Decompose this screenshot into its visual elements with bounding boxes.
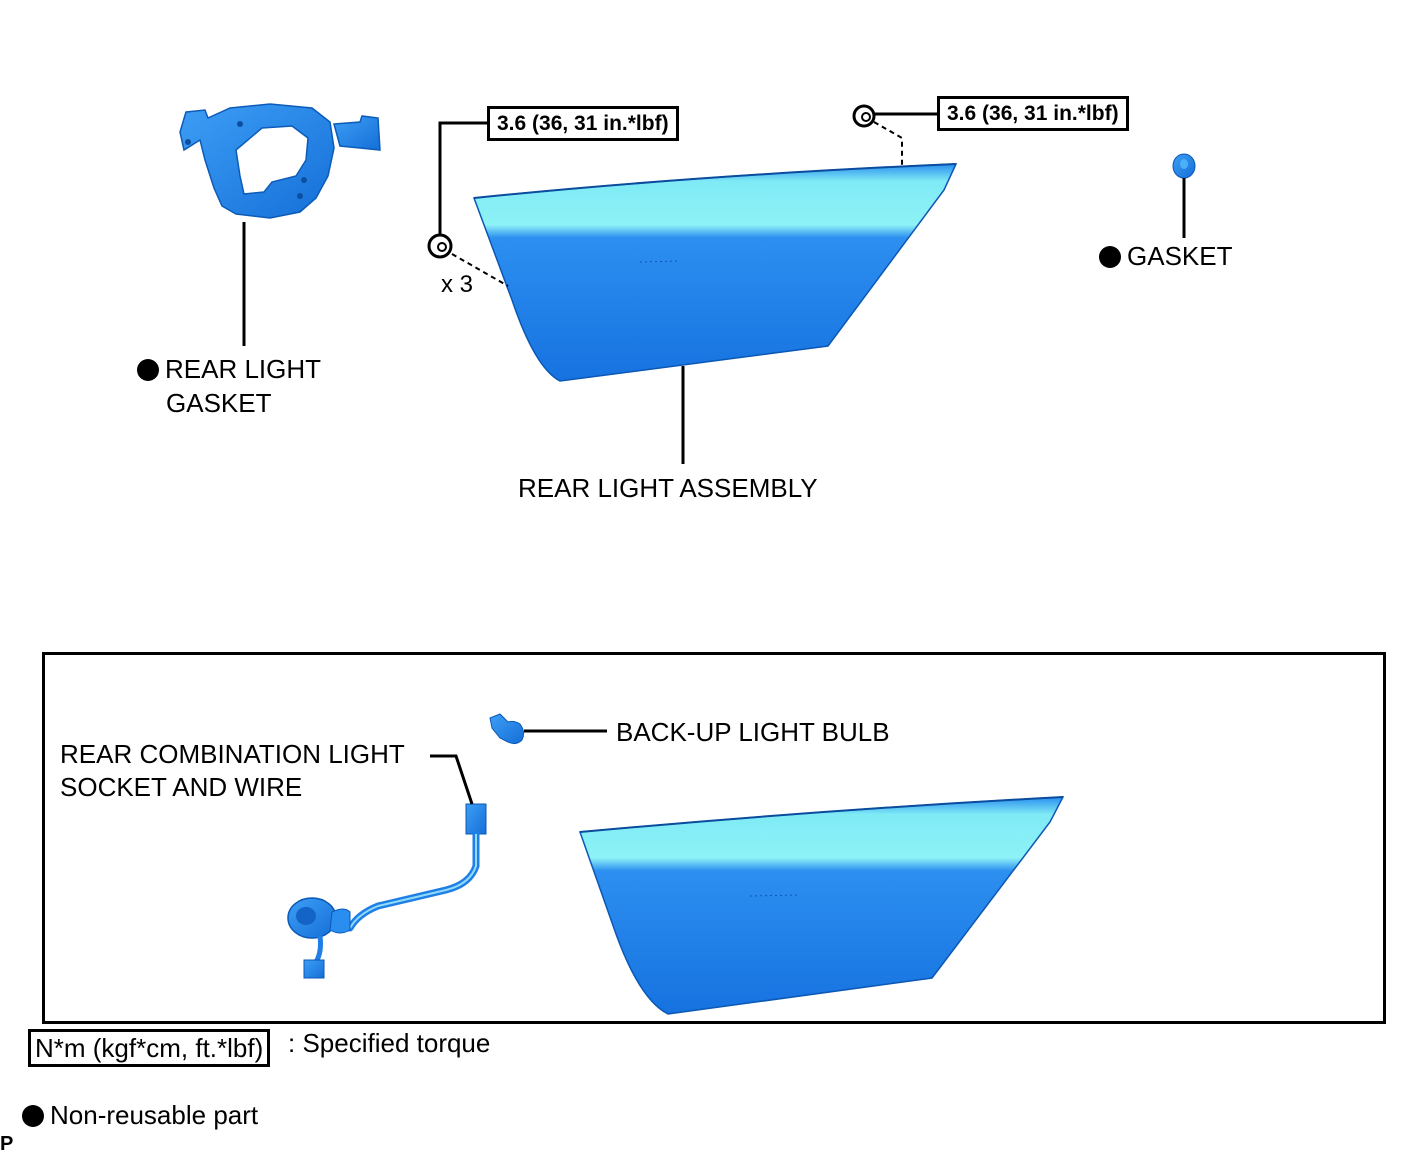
non-reusable-marker-icon — [22, 1105, 44, 1127]
rear-light-assembly-label: REAR LIGHT ASSEMBLY — [518, 473, 818, 503]
lower-rear-light-lens — [578, 796, 1065, 1015]
nut-right-dashed-line — [873, 121, 903, 166]
small-gasket-part — [1172, 153, 1196, 179]
torque-box-right: 3.6 (36, 31 in.*lbf) — [937, 96, 1129, 131]
nut-left-leader — [438, 121, 488, 236]
nut-right — [852, 104, 876, 128]
legend-non-reusable-text: Non-reusable part — [50, 1100, 259, 1130]
back-up-light-bulb-part — [489, 713, 525, 745]
rear-light-gasket-label-line2: GASKET — [166, 388, 272, 418]
rear-light-gasket-label-line1: REAR LIGHT — [165, 354, 322, 384]
quantity-label: x 3 — [441, 271, 474, 298]
socket-and-wire-part — [287, 803, 487, 979]
back-up-light-bulb-label: BACK-UP LIGHT BULB — [616, 717, 890, 747]
rear-light-gasket-label: REAR LIGHT — [137, 352, 321, 386]
non-reusable-marker-icon — [1099, 246, 1121, 268]
gasket-label-text: GASKET — [1127, 241, 1233, 271]
corner-code: P — [0, 1133, 14, 1155]
detail-frame — [42, 652, 1386, 1024]
rear-light-assembly-part — [472, 163, 958, 382]
socket-leader — [430, 754, 474, 805]
legend-non-reusable: Non-reusable part — [22, 1098, 258, 1132]
socket-wire-label-line1: REAR COMBINATION LIGHT — [60, 739, 405, 769]
legend-torque-unit-box: N*m (kgf*cm, ft.*lbf) — [28, 1029, 271, 1067]
gasket-label: GASKET — [1099, 239, 1232, 273]
legend-torque-desc: : Specified torque — [288, 1028, 491, 1058]
torque-box-left: 3.6 (36, 31 in.*lbf) — [487, 106, 679, 141]
nut-left — [427, 233, 453, 259]
nut-left-dashed-line — [451, 253, 509, 287]
socket-wire-label-line2: SOCKET AND WIRE — [60, 772, 303, 802]
rear-light-gasket-part — [179, 103, 381, 219]
non-reusable-marker-icon — [137, 359, 159, 381]
